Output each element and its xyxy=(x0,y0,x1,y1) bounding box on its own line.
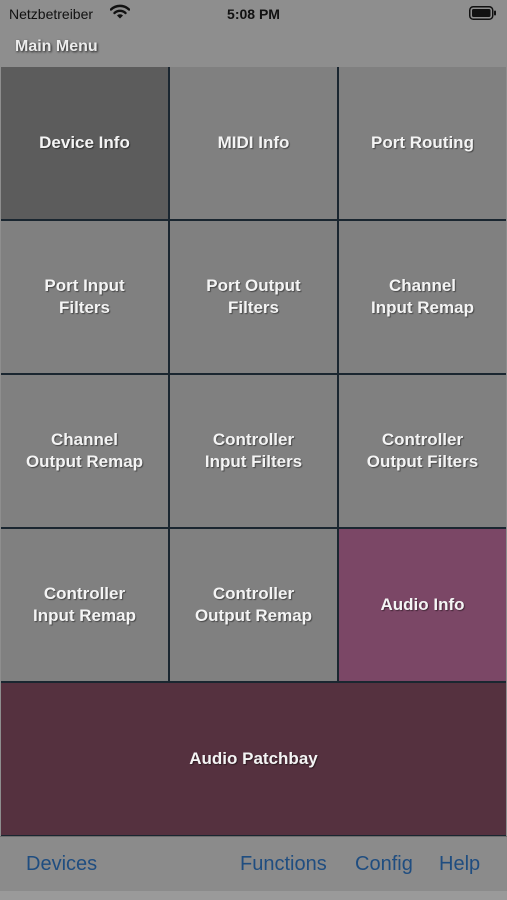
home-indicator-area xyxy=(0,891,507,900)
tab-functions[interactable]: Functions xyxy=(240,853,327,875)
tab-config[interactable]: Config xyxy=(355,853,413,875)
device-info-button[interactable]: Device Info xyxy=(1,67,168,219)
port-output-filters-button[interactable]: Port Output Filters xyxy=(170,221,337,373)
audio-patchbay-button[interactable]: Audio Patchbay xyxy=(1,683,506,835)
navigation-bar: Main Menu xyxy=(0,28,507,66)
tab-devices[interactable]: Devices xyxy=(26,853,98,875)
battery-icon xyxy=(469,6,497,25)
clock: 5:08 PM xyxy=(227,6,280,22)
wifi-icon xyxy=(109,4,131,25)
channel-input-remap-button[interactable]: Channel Input Remap xyxy=(339,221,506,373)
main-menu-grid: Device Info MIDI Info Port Routing Port … xyxy=(1,67,506,836)
page-title: Main Menu xyxy=(15,38,98,55)
port-routing-button[interactable]: Port Routing xyxy=(339,67,506,219)
controller-input-filters-button[interactable]: Controller Input Filters xyxy=(170,375,337,527)
midi-info-button[interactable]: MIDI Info xyxy=(170,67,337,219)
audio-info-button[interactable]: Audio Info xyxy=(339,529,506,681)
carrier-name: Netzbetreiber xyxy=(9,6,94,22)
controller-input-remap-button[interactable]: Controller Input Remap xyxy=(1,529,168,681)
tab-help[interactable]: Help xyxy=(439,853,481,875)
status-bar: Netzbetreiber 5:08 PM xyxy=(0,0,507,28)
tab-bar: Devices Functions Config Help xyxy=(0,836,507,892)
controller-output-remap-button[interactable]: Controller Output Remap xyxy=(170,529,337,681)
port-input-filters-button[interactable]: Port Input Filters xyxy=(1,221,168,373)
controller-output-filters-button[interactable]: Controller Output Filters xyxy=(339,375,506,527)
channel-output-remap-button[interactable]: Channel Output Remap xyxy=(1,375,168,527)
